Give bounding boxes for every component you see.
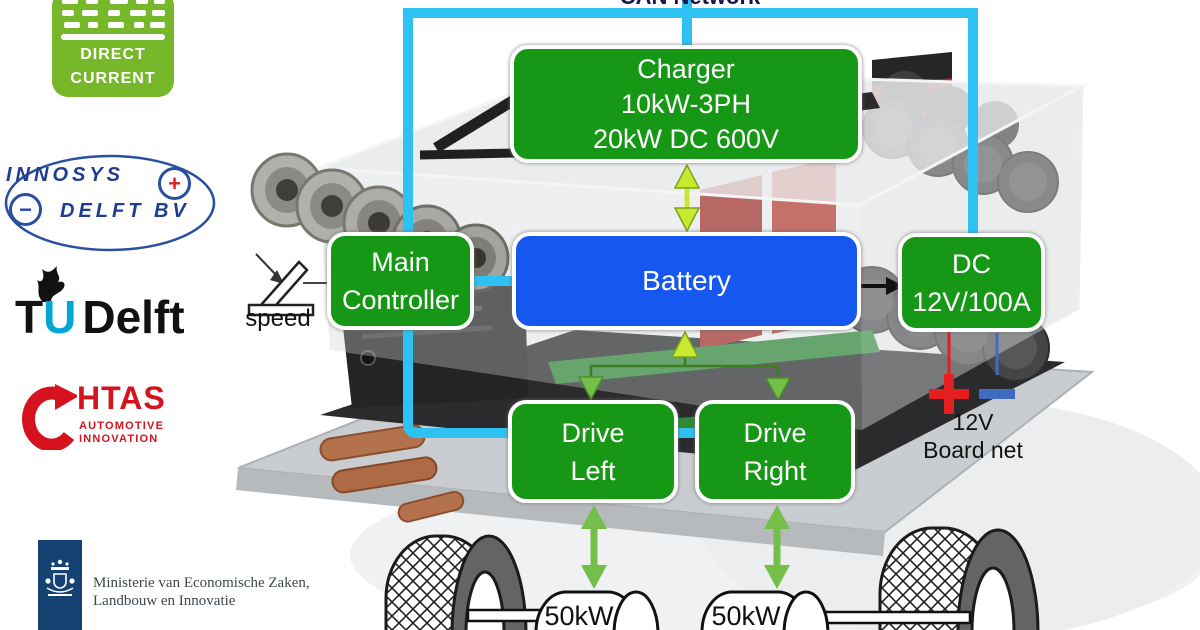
main-controller-line2: Controller — [341, 285, 460, 315]
board-net-leads — [929, 332, 1015, 414]
htas-name: HTAS — [77, 380, 166, 416]
tud-t: T — [15, 291, 44, 343]
minus-terminal-icon: − — [9, 193, 42, 226]
main-controller-line1: Main — [371, 247, 430, 277]
direct-current-logo: DIRECT CURRENT — [52, 0, 174, 97]
motor-left-icon — [534, 590, 660, 630]
node-drive-left: Drive Left — [508, 400, 678, 503]
plus-terminal-icon: + — [158, 167, 191, 200]
battery-drive-links — [577, 330, 792, 402]
dc-logo-line2: CURRENT — [70, 70, 156, 87]
speed-pedal-icon — [247, 253, 329, 317]
plus-icon — [929, 374, 969, 414]
battery-label: Battery — [642, 265, 731, 296]
drive-left-line1: Drive — [561, 417, 625, 448]
drive-right-line2: Right — [743, 455, 807, 486]
tud-rest: Delft — [82, 291, 185, 343]
battery-dc-arrow — [861, 277, 904, 295]
ministry-line1: Ministerie van Economische Zaken, — [93, 575, 310, 591]
node-battery: Battery — [512, 232, 861, 330]
dc-logo-line1: DIRECT — [80, 46, 146, 63]
htas-sub2: INNOVATION — [79, 433, 159, 445]
innosys-sub: DELFT BV — [60, 200, 190, 222]
node-dc-converter: DC 12V/100A — [898, 233, 1045, 332]
htas-sub1: AUTOMOTIVE — [79, 420, 165, 432]
board-net-label: Board net — [923, 437, 1023, 463]
can-network-label: CAN Network — [540, 0, 840, 10]
charger-line2: 10kW-3PH — [620, 88, 752, 119]
dc-line1: DC — [952, 248, 991, 279]
motor-right-power-label: 50kW — [711, 601, 781, 630]
tud-u: U — [43, 291, 77, 343]
drive-left-line2: Left — [570, 455, 616, 486]
ministry-line2: Landbouw en Innovatie — [93, 593, 236, 609]
drive-motor-arrows — [581, 505, 790, 589]
ministry-logo: Ministerie van Economische Zaken, Landbo… — [38, 540, 348, 630]
innosys-delft-logo: INNOSYS DELFT BV + − — [2, 150, 228, 255]
htas-logo: HTAS AUTOMOTIVE INNOVATION — [15, 378, 215, 456]
charger-battery-arrow — [673, 163, 701, 233]
drive-right-line1: Drive — [743, 417, 807, 448]
can-bus-lines — [403, 0, 978, 438]
motor-right-icon — [700, 590, 830, 630]
coat-of-arms-icon — [45, 559, 75, 596]
copper-pipes — [319, 424, 465, 523]
ministry-bar — [38, 540, 82, 630]
speed-label: speed — [245, 305, 311, 332]
innosys-minus: − — [19, 196, 32, 222]
dc-line2: 12V/100A — [912, 286, 1031, 317]
node-drive-right: Drive Right — [695, 400, 855, 503]
board-net-voltage-label: 12V — [952, 409, 994, 435]
motor-left-power-label: 50kW — [544, 601, 614, 630]
charger-line3: 20kW DC 600V — [592, 123, 780, 154]
node-main-controller: Main Controller — [327, 232, 474, 330]
innosys-ellipse-icon — [4, 154, 216, 252]
charger-line1: Charger — [637, 53, 735, 84]
wheel-right-icon — [878, 526, 1040, 630]
htas-arrow-icon — [22, 384, 77, 450]
innosys-plus: + — [168, 170, 181, 196]
node-charger: Charger 10kW-3PH 20kW DC 600V — [510, 45, 862, 163]
flame-icon — [37, 266, 65, 302]
innosys-name: INNOSYS — [6, 164, 125, 186]
